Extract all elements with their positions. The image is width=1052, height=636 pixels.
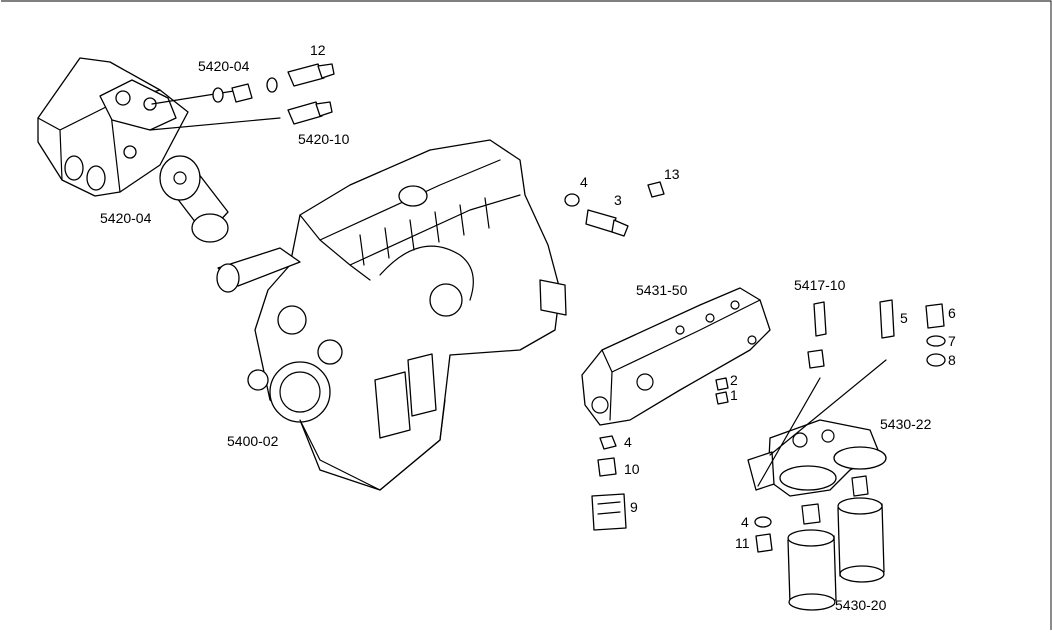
filter-housing-5420-04 bbox=[37, 57, 281, 197]
label-3: 3 bbox=[614, 192, 622, 208]
label-12: 12 bbox=[310, 42, 326, 58]
filter-cartridge-left bbox=[159, 155, 229, 243]
parts-4-10-9 bbox=[591, 435, 627, 531]
label-1: 1 bbox=[730, 387, 738, 403]
label-5420-04-top: 5420-04 bbox=[198, 58, 250, 74]
engine-assembly-5400-02 bbox=[216, 139, 567, 491]
label-11: 11 bbox=[735, 535, 750, 551]
parts-4-3-13 bbox=[564, 181, 665, 237]
label-2: 2 bbox=[730, 372, 738, 388]
label-5400-02: 5400-02 bbox=[227, 433, 279, 449]
label-5430-20: 5430-20 bbox=[835, 597, 887, 613]
label-7: 7 bbox=[948, 333, 956, 349]
filter-cartridge-a bbox=[787, 503, 837, 611]
manifold-5431-50 bbox=[581, 287, 771, 426]
label-5420-10: 5420-10 bbox=[298, 131, 350, 147]
filter-housing-5430-22 bbox=[747, 359, 887, 497]
label-5430-22: 5430-22 bbox=[880, 416, 932, 432]
label-4-mid: 4 bbox=[624, 434, 632, 450]
plug-washers-6-7-8 bbox=[925, 303, 946, 367]
label-5417-10: 5417-10 bbox=[794, 277, 846, 293]
label-5: 5 bbox=[900, 310, 908, 326]
label-4-low: 4 bbox=[741, 514, 749, 530]
label-6: 6 bbox=[948, 305, 956, 321]
sensor-5 bbox=[879, 299, 895, 339]
filter-cartridge-b bbox=[837, 475, 885, 583]
label-8: 8 bbox=[948, 352, 956, 368]
parts-4-11-bottom bbox=[754, 516, 773, 553]
sensor-fittings-top bbox=[212, 63, 335, 125]
sensor-5417-10 bbox=[807, 301, 827, 369]
label-4-top: 4 bbox=[580, 174, 588, 190]
label-5431-50: 5431-50 bbox=[636, 282, 688, 298]
label-10: 10 bbox=[624, 461, 640, 477]
label-13: 13 bbox=[664, 166, 680, 182]
label-9: 9 bbox=[630, 499, 638, 515]
label-5420-04-left: 5420-04 bbox=[100, 210, 152, 226]
